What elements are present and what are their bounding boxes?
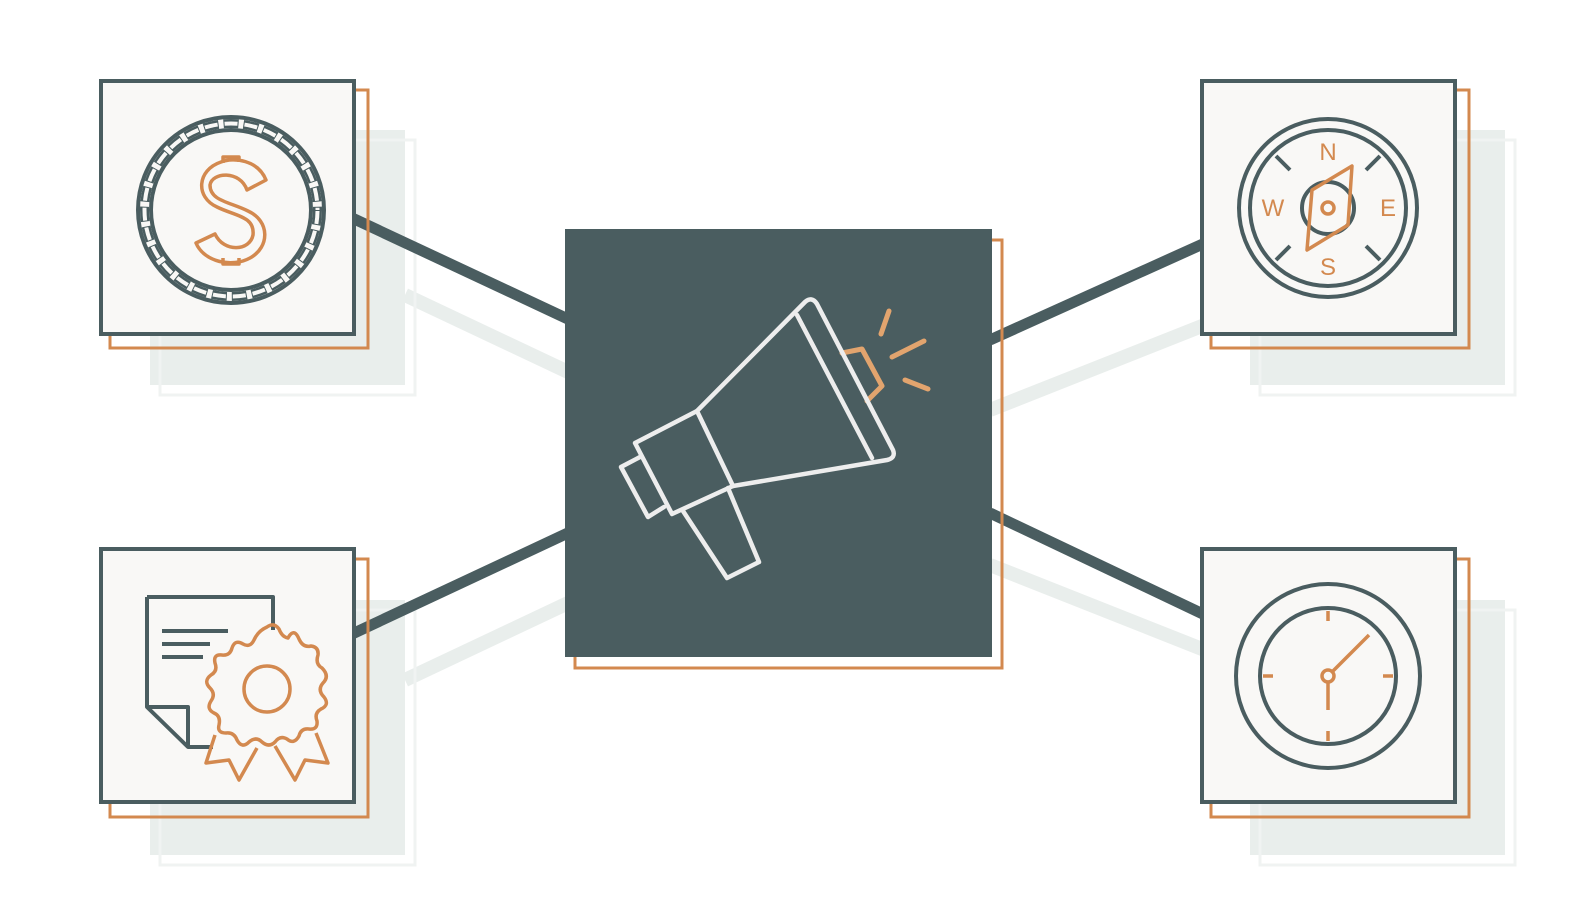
connectors	[347, 212, 1208, 640]
compass-south-label: S	[1320, 254, 1336, 281]
node-bottom-right	[1200, 547, 1471, 819]
clock-icon	[1234, 582, 1422, 770]
connector-bottom-right	[987, 508, 1208, 620]
connector-top-left	[347, 212, 573, 325]
compass-north-label: N	[1319, 139, 1336, 166]
center-node-card	[565, 229, 992, 657]
dollar-coin-icon	[136, 115, 326, 305]
center-node	[565, 229, 1004, 670]
compass-west-label: W	[1262, 195, 1285, 222]
node-top-right: N S E W	[1200, 79, 1471, 350]
certificate-icon	[145, 595, 330, 782]
connector-top-right	[987, 237, 1208, 346]
node-card	[99, 547, 356, 804]
node-card	[1200, 79, 1457, 336]
node-top-left	[99, 79, 370, 350]
megaphone-icon	[618, 297, 931, 581]
connector-bottom-left	[347, 527, 573, 640]
compass-east-label: E	[1380, 195, 1396, 222]
node-card	[1200, 547, 1457, 804]
compass-icon: N S E W	[1237, 117, 1419, 299]
node-bottom-left	[99, 547, 370, 819]
